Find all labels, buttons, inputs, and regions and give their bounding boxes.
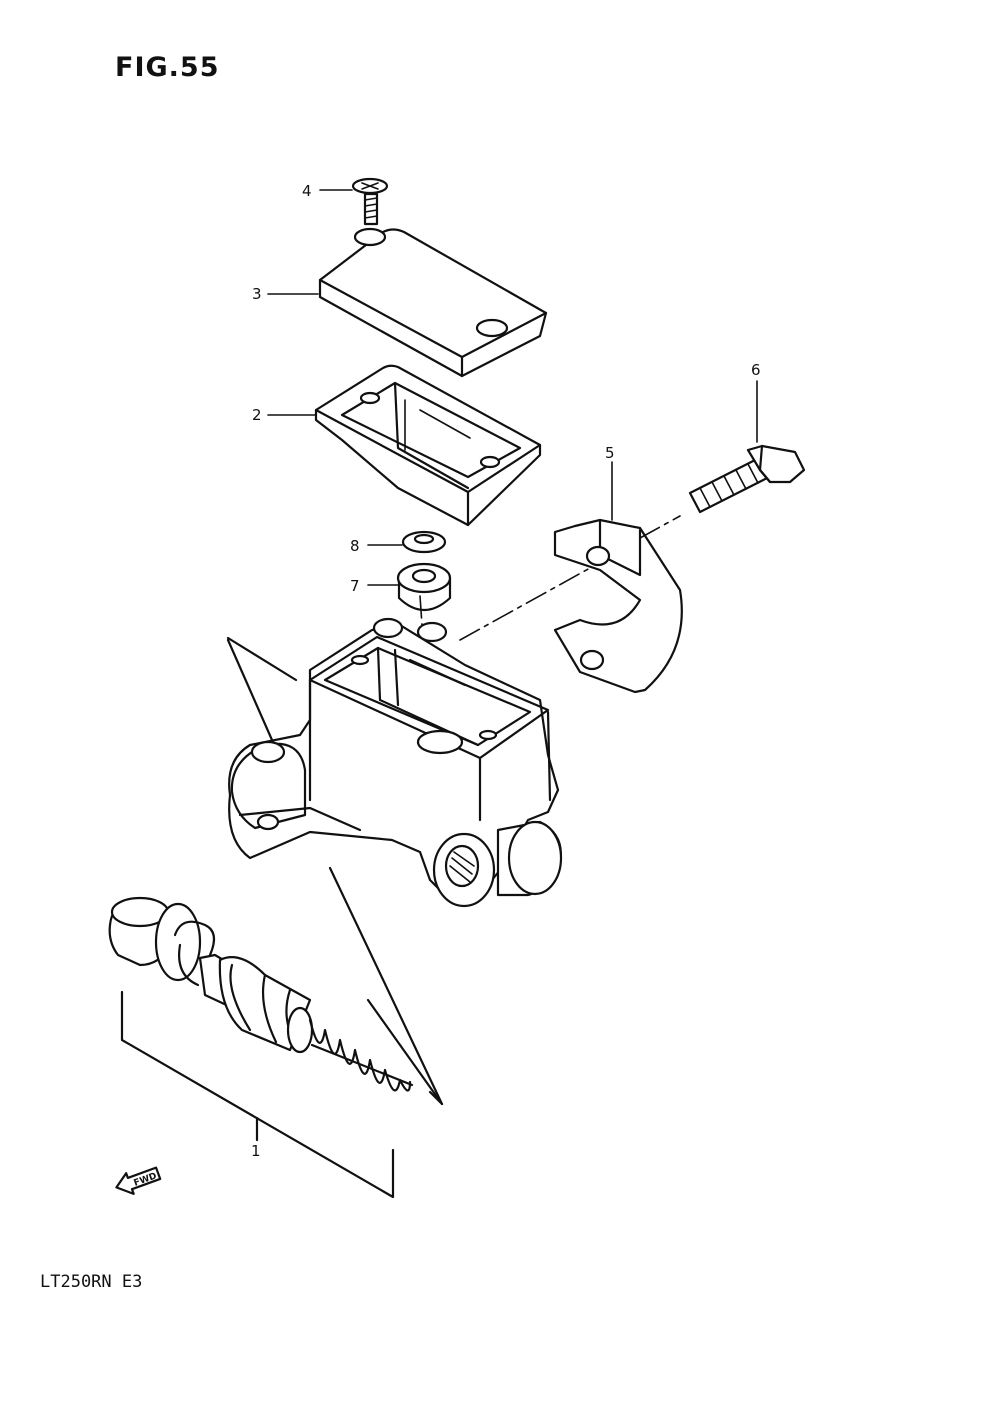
leader-lines [267, 189, 758, 586]
callout-7: 7 [350, 577, 360, 595]
model-code: LT250RN E3 [40, 1272, 143, 1292]
callout-1: 1 [251, 1142, 261, 1160]
part-7-grommet [396, 562, 452, 612]
part-6-bolt [688, 444, 806, 514]
callout-5: 5 [605, 444, 615, 462]
part-1-bracket [120, 990, 395, 1199]
master-cylinder-body [228, 617, 563, 908]
figure-title: FIG.55 [115, 52, 220, 83]
callout-2: 2 [252, 406, 262, 424]
callout-6: 6 [751, 361, 761, 379]
assembly-centerlines [419, 515, 681, 641]
part-4-screw [351, 177, 389, 226]
part-1-piston-kit [108, 896, 414, 1092]
callout-3: 3 [252, 285, 262, 303]
fwd-arrow-icon: FWD [115, 1166, 162, 1195]
part-2-diaphragm [314, 364, 542, 527]
part-5-clamp [553, 518, 683, 694]
part-3-reservoir-cap [318, 227, 548, 378]
part-8-washer [401, 530, 447, 554]
callout-4: 4 [302, 182, 312, 200]
grouping-lines [226, 636, 444, 1106]
callout-8: 8 [350, 537, 360, 555]
